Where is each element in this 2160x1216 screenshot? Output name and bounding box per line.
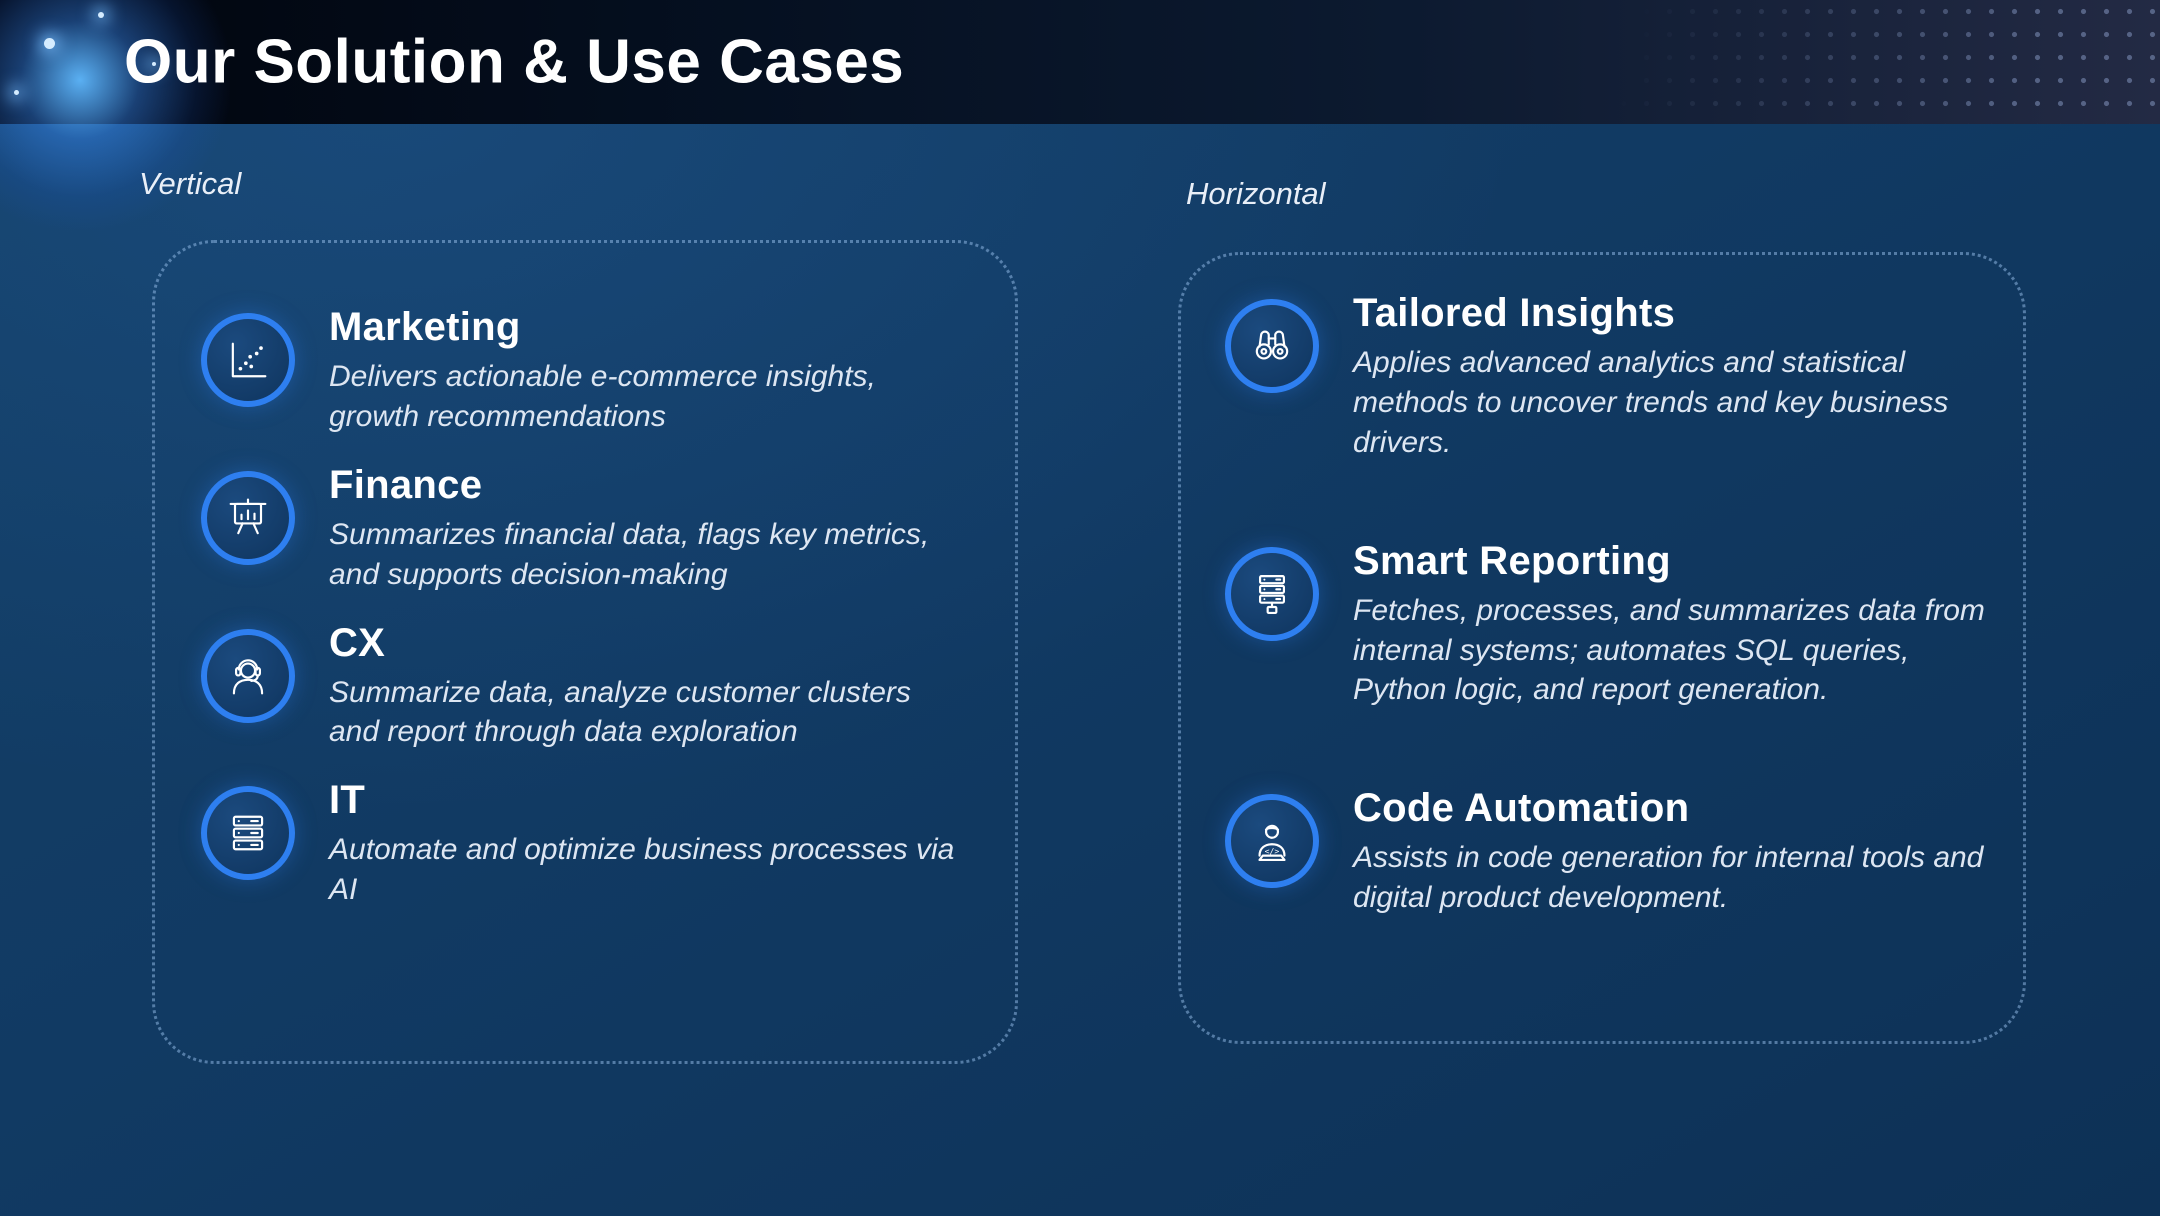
use-case-item-tailored-insights: Tailored Insights Applies advanced analy…: [1225, 291, 1987, 463]
slide-title: Our Solution & Use Cases: [124, 27, 905, 97]
use-case-title: Finance: [329, 462, 483, 507]
use-case-item-marketing: Marketing Delivers actionable e-commerce…: [201, 305, 967, 437]
svg-text:</>: </>: [1265, 846, 1280, 856]
use-case-item-finance: Finance Summarizes financial data, flags…: [201, 463, 967, 595]
spark-decoration: [152, 62, 156, 66]
spark-decoration: [44, 38, 55, 49]
use-case-title: CX: [329, 620, 386, 665]
use-case-description: Applies advanced analytics and statistic…: [1353, 346, 1949, 459]
use-case-description: Fetches, processes, and summarizes data …: [1353, 593, 1985, 707]
presentation-chart-icon: [201, 470, 295, 565]
use-case-description: Automate and optimize business processes…: [329, 833, 955, 907]
use-case-title: Marketing: [329, 305, 521, 349]
server-stack-icon: [201, 786, 295, 881]
horizontal-section-label: Horizontal: [1186, 176, 1326, 211]
vertical-section-label: Vertical: [139, 166, 242, 201]
database-report-icon: [1225, 546, 1319, 641]
use-case-title: Code Automation: [1353, 786, 1690, 831]
vertical-panel: Marketing Delivers actionable e-commerce…: [152, 240, 1018, 1064]
use-case-description: Delivers actionable e-commerce insights,…: [329, 360, 876, 433]
slide-header: Our Solution & Use Cases: [0, 0, 2160, 230]
use-case-item-cx: CX Summarize data, analyze customer clus…: [201, 621, 967, 753]
use-case-item-code-automation: </> Code Automation Assists in code gene…: [1225, 786, 1987, 918]
use-case-item-smart-reporting: Smart Reporting Fetches, processes, and …: [1225, 539, 1987, 711]
use-case-description: Summarize data, analyze customer cluster…: [329, 675, 911, 749]
use-case-description: Summarizes financial data, flags key met…: [329, 517, 930, 591]
use-case-description: Assists in code generation for internal …: [1353, 841, 1984, 915]
headset-agent-icon: [201, 628, 295, 723]
use-case-item-it: IT Automate and optimize business proces…: [201, 778, 967, 910]
horizontal-panel: Tailored Insights Applies advanced analy…: [1178, 252, 2026, 1044]
spark-decoration: [98, 12, 104, 18]
use-case-title: Tailored Insights: [1353, 291, 1676, 335]
spark-decoration: [14, 90, 19, 95]
binoculars-icon: [1225, 299, 1319, 393]
developer-code-icon: </>: [1225, 794, 1319, 889]
use-case-title: Smart Reporting: [1353, 538, 1671, 583]
dots-pattern-decoration: [1520, 0, 2160, 124]
scatter-chart-icon: [201, 313, 295, 407]
use-case-title: IT: [329, 778, 366, 823]
